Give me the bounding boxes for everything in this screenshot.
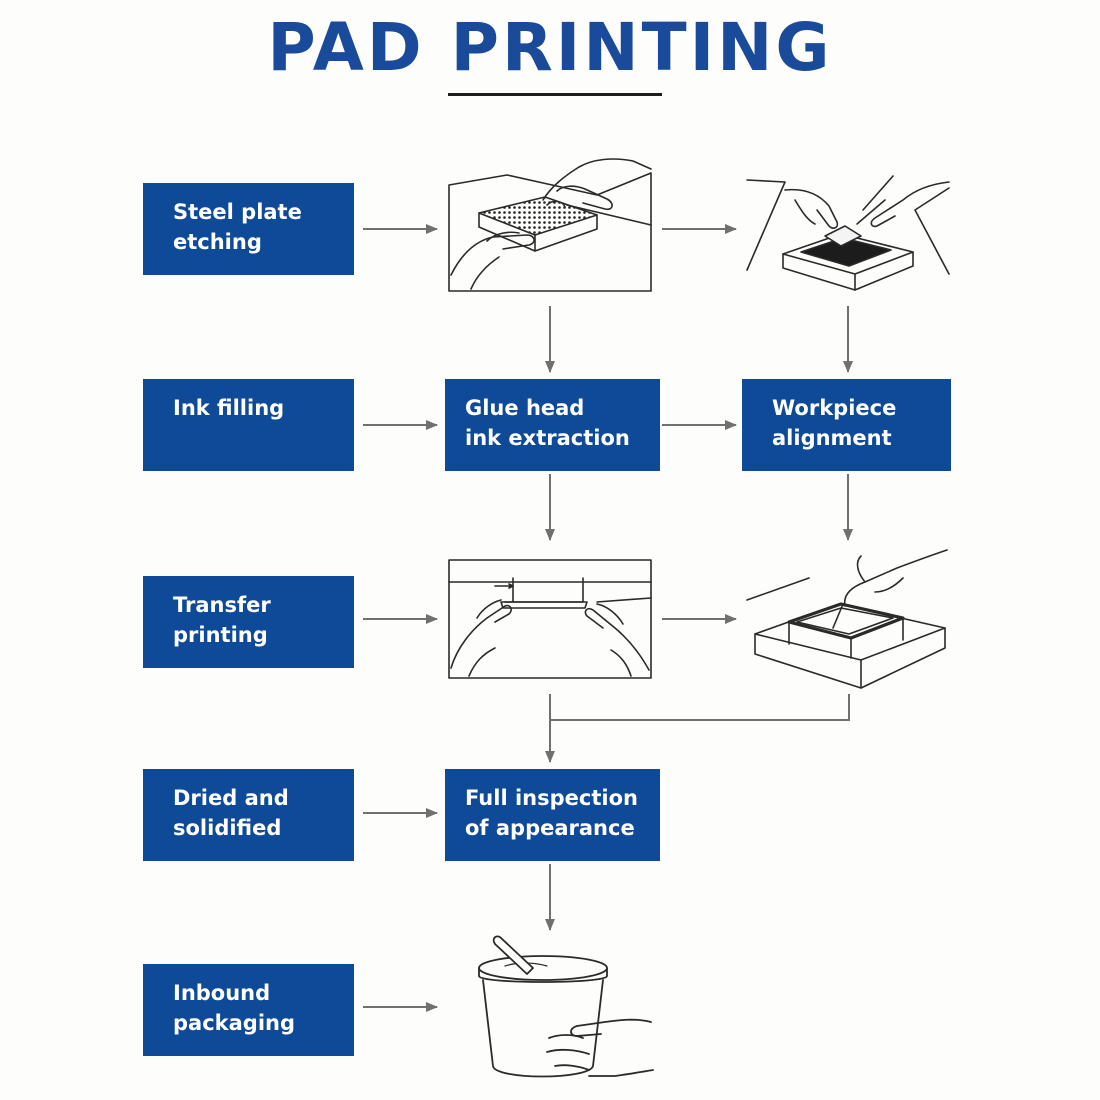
step-label-line1: Full inspection [465, 786, 638, 810]
step-inbound-packaging: Inbound packaging [143, 964, 354, 1056]
title-underline [448, 93, 662, 96]
plate-etching-sketch [448, 158, 652, 292]
step-label-line1: Transfer [173, 593, 271, 617]
step-label-line2: printing [173, 623, 268, 647]
step-workpiece-alignment: Workpiece alignment [742, 379, 951, 471]
step-dried-and-solidified: Dried and solidified [143, 769, 354, 861]
step-label-line1: Glue head [465, 396, 585, 420]
step-label-line2: alignment [772, 426, 892, 450]
step-label-line1: Dried and [173, 786, 289, 810]
step-steel-plate-etching: Steel plate etching [143, 183, 354, 275]
step-label-line2: solidified [173, 816, 282, 840]
packaging-bucket-sketch [478, 935, 654, 1078]
step-label-line2: of appearance [465, 816, 635, 840]
step-label-line1: Ink filling [173, 396, 285, 420]
step-label-line1: Workpiece [772, 396, 897, 420]
step-label-line1: Inbound [173, 981, 271, 1005]
merge-connector [550, 694, 850, 721]
step-transfer-printing: Transfer printing [143, 576, 354, 668]
step-full-inspection-of-appearance: Full inspection of appearance [445, 769, 660, 861]
page-title: PAD PRINTING [267, 9, 833, 86]
step-label-line1: Steel plate [173, 200, 302, 224]
step-label-line2: ink extraction [465, 426, 630, 450]
plate-alignment-sketch [746, 175, 950, 291]
step-glue-head-ink-extraction: Glue head ink extraction [445, 379, 660, 471]
step-label-line2: etching [173, 230, 262, 254]
step-label-line2: packaging [173, 1011, 296, 1035]
fixture-printing-sketch [746, 549, 948, 689]
step-ink-filling: Ink filling [143, 379, 354, 471]
pad-transfer-sketch [448, 559, 652, 679]
